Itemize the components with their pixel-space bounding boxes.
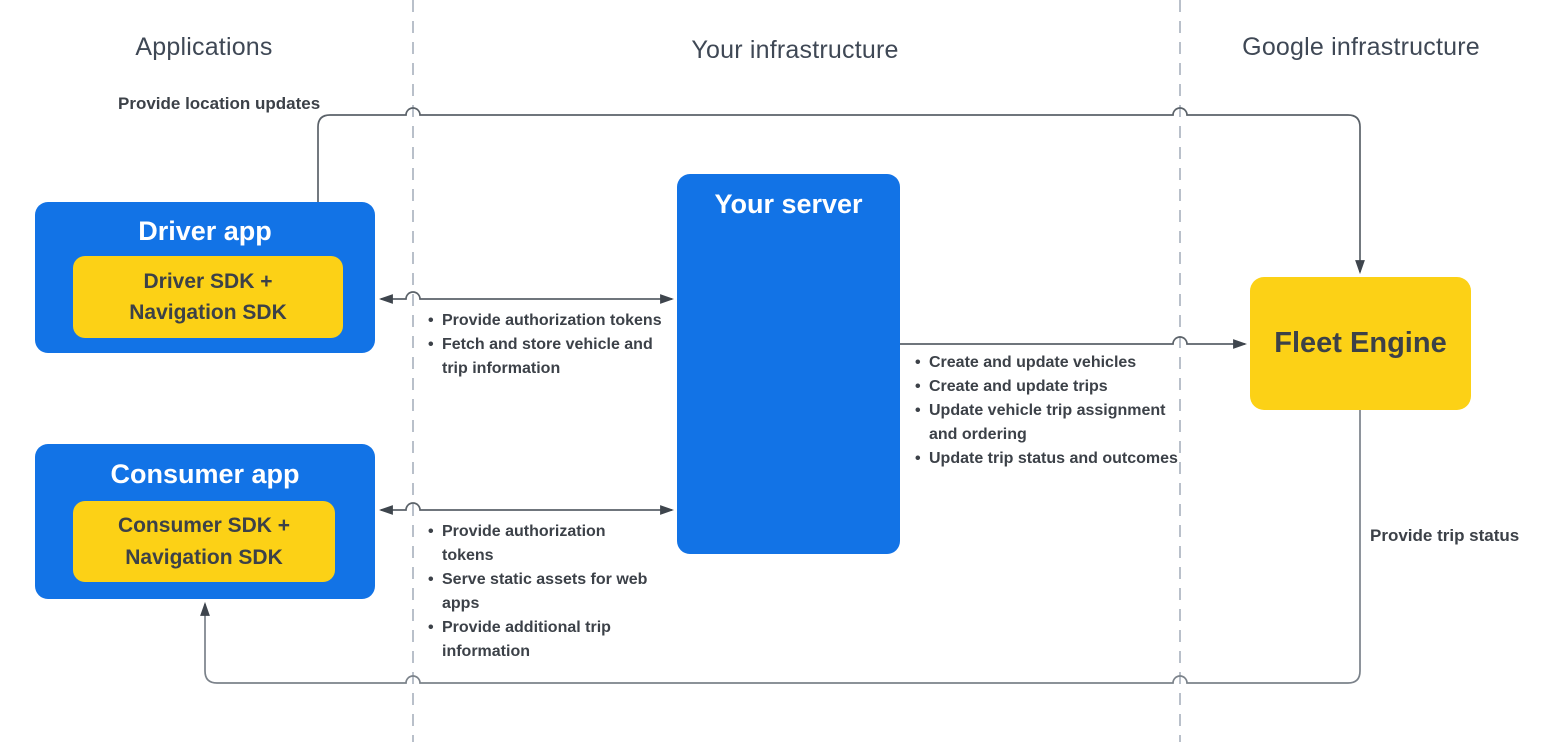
consumer-app-title: Consumer app [110,459,300,489]
bullet-text: Provide authorization tokens [442,523,606,564]
edge-consumer-server [378,502,675,515]
bullet-item: Provide additional trip information [428,616,649,664]
edge-bullets-driver-server: Provide authorization tokens Fetch and s… [428,309,664,381]
edge-label-trip-status: Provide trip status [1370,526,1520,545]
edge-driver-server [378,291,675,304]
bullet-item: Fetch and store vehicle and trip informa… [428,333,664,381]
bullet-item: Update trip status and outcomes [915,447,1197,471]
bullet-item: Provide authorization tokens [428,520,649,568]
bullet-text: Update trip status and outcomes [929,450,1178,467]
edge-label-location-updates: Provide location updates [118,94,321,113]
bullet-text: Create and update trips [929,378,1108,395]
edge-trip-status [200,410,1361,684]
node-consumer-sdk: Consumer SDK + Navigation SDK [73,501,335,582]
bullet-item: Update vehicle trip assignment and order… [915,399,1197,447]
column-header-your-infrastructure: Your infrastructure [691,36,899,64]
edge-server-fleet [900,336,1248,349]
bullet-text: Provide authorization tokens [442,312,662,329]
bullet-item: Provide authorization tokens [428,309,664,333]
your-server-title: Your server [714,189,863,219]
bullet-text: Serve static assets for web apps [442,571,648,612]
bullet-item: Create and update trips [915,375,1197,399]
node-driver-sdk: Driver SDK + Navigation SDK [73,256,343,338]
bullet-item: Serve static assets for web apps [428,568,649,616]
bullet-text: Fetch and store vehicle and trip informa… [442,336,653,377]
bullet-text: Provide additional trip information [442,619,611,660]
node-your-server: Your server [677,174,900,554]
node-fleet-engine: Fleet Engine [1250,277,1471,410]
bullet-item: Create and update vehicles [915,351,1197,375]
column-header-applications: Applications [135,33,273,61]
fleet-engine-title: Fleet Engine [1274,327,1447,359]
edge-bullets-consumer-server: Provide authorization tokens Serve stati… [428,520,649,664]
driver-app-title: Driver app [138,216,272,246]
bullet-text: Create and update vehicles [929,354,1137,371]
edge-bullets-server-fleet: Create and update vehicles Create and up… [915,351,1197,471]
edge-location-updates [317,107,1365,275]
bullet-text: Update vehicle trip assignment and order… [929,402,1166,443]
column-header-google-infrastructure: Google infrastructure [1242,33,1480,61]
